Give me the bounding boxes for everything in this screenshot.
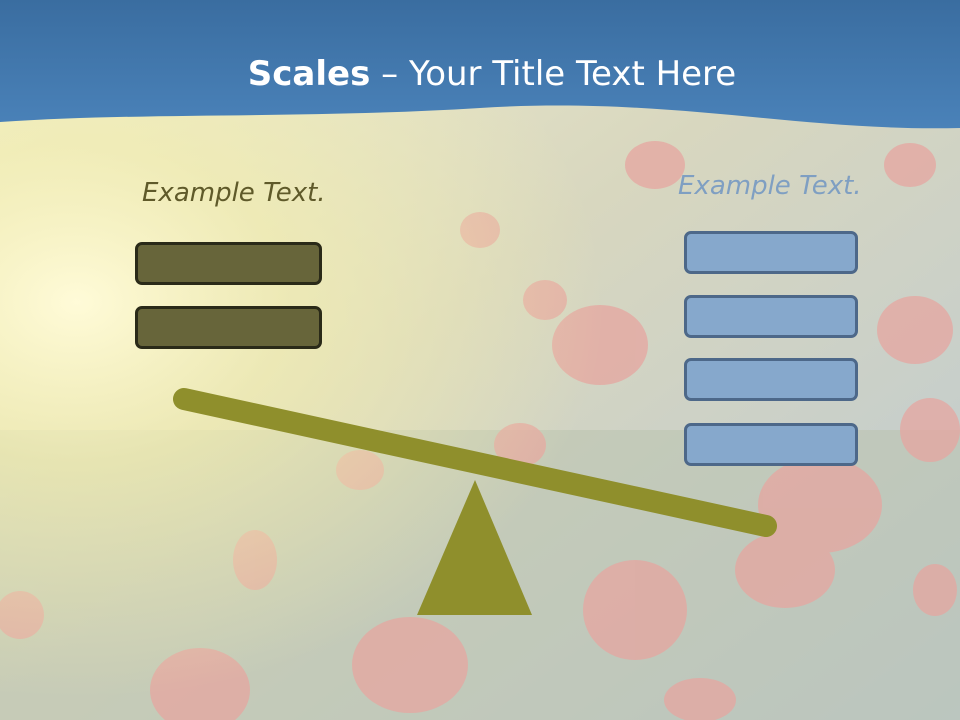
left-box-1 xyxy=(135,242,322,285)
left-label: Example Text. xyxy=(142,178,326,208)
right-box-1 xyxy=(684,231,858,274)
right-box-2 xyxy=(684,295,858,338)
right-box-3 xyxy=(684,358,858,401)
right-box-4 xyxy=(684,423,858,466)
title-bold: Scales xyxy=(247,54,371,94)
fulcrum-triangle xyxy=(417,480,532,615)
header-band xyxy=(0,0,960,129)
left-box-2 xyxy=(135,306,322,349)
slide-title: Scales – Your Title Text Here xyxy=(0,52,960,96)
balance-beam xyxy=(173,388,777,537)
right-label: Example Text. xyxy=(678,171,862,201)
title-rest: – Your Title Text Here xyxy=(370,54,737,94)
